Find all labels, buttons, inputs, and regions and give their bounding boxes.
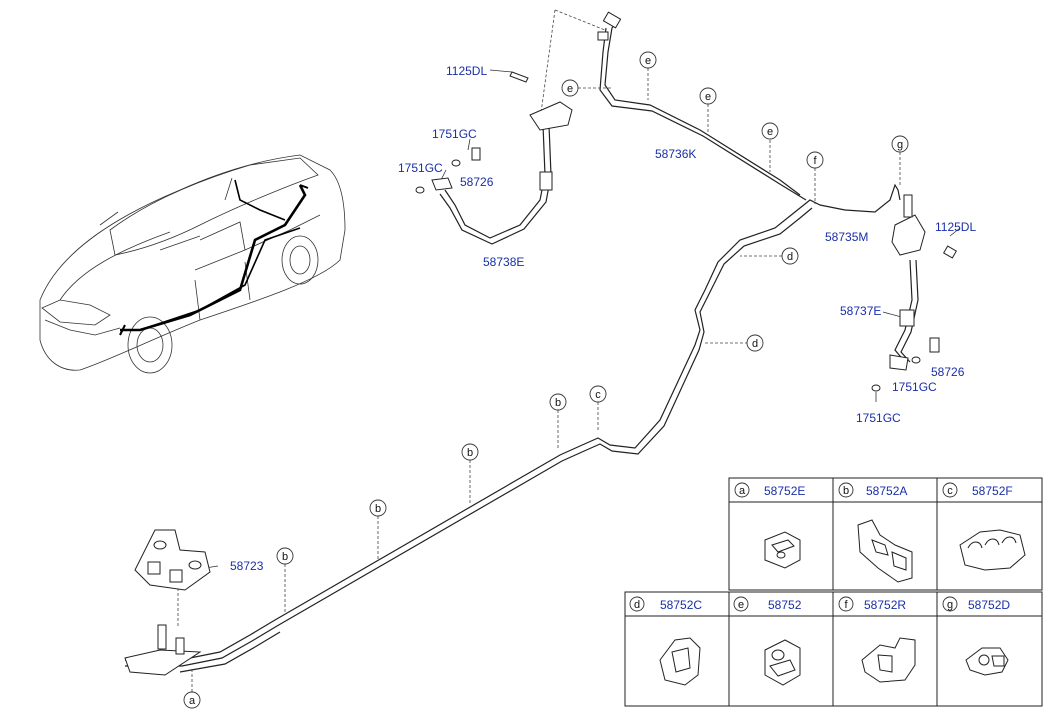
leader-lines [177, 9, 961, 692]
ref-circle-g: g [891, 135, 909, 153]
svg-text:b: b [375, 503, 381, 515]
svg-text:e: e [705, 91, 711, 103]
svg-text:58752A: 58752A [866, 484, 907, 498]
svg-text:58752C: 58752C [660, 598, 702, 612]
svg-text:f: f [813, 155, 817, 167]
callout-58726-a: 58726 [460, 175, 494, 189]
legend-cell-c: c 58752F [942, 482, 1013, 498]
ref-circle-e-4: e [761, 122, 779, 140]
svg-text:58752D: 58752D [968, 598, 1010, 612]
callout-1751gc-d: 1751GC [856, 411, 901, 425]
svg-text:58752F: 58752F [972, 484, 1013, 498]
callout-1751gc-c: 1751GC [892, 380, 937, 394]
ref-circle-e-1: e [639, 51, 657, 69]
callout-58738e: 58738E [483, 255, 524, 269]
svg-text:e: e [738, 599, 744, 611]
callout-1125dl-right: 1125DL [935, 220, 976, 234]
legend-cell-b: b 58752A [838, 482, 907, 498]
svg-text:d: d [752, 338, 758, 350]
svg-text:d: d [787, 251, 793, 263]
main-brake-pipe [125, 19, 901, 673]
legend-cell-a: a 58752E [734, 482, 805, 498]
hose-58738e [415, 71, 573, 245]
ref-circle-e-2: e [561, 79, 579, 97]
ref-circle-e-3: e [699, 87, 717, 105]
car-illustration [39, 154, 346, 374]
callout-58735m: 58735M [825, 230, 868, 244]
svg-text:e: e [767, 126, 773, 138]
callout-58726-b: 58726 [931, 365, 965, 379]
ref-circles: e e e e f g d d c b b b b a [183, 51, 909, 709]
svg-text:b: b [555, 397, 561, 409]
ref-circle-b-2: b [461, 443, 479, 461]
ref-circle-a: a [183, 691, 201, 709]
callout-58723: 58723 [230, 559, 264, 573]
clip-58752d-drawing [965, 647, 1009, 676]
legend-cell-e: e 58752 [733, 596, 802, 612]
svg-text:a: a [189, 695, 196, 707]
svg-text:e: e [645, 55, 651, 67]
svg-text:a: a [739, 485, 746, 497]
svg-text:g: g [947, 599, 953, 611]
svg-text:c: c [947, 485, 953, 497]
svg-text:d: d [634, 599, 640, 611]
clip-58752r-drawing [861, 637, 916, 683]
callout-58736k: 58736K [655, 147, 696, 161]
legend-cell-d: d 58752C [629, 596, 702, 612]
hose-58737e [871, 194, 958, 402]
callout-1751gc-a: 1751GC [432, 127, 477, 141]
bracket-58723 [124, 529, 211, 676]
ref-circle-b-1: b [549, 393, 567, 411]
clip-58752-drawing [764, 639, 801, 686]
svg-text:c: c [595, 389, 601, 401]
legend-cell-g: g 58752D [942, 596, 1010, 612]
ref-circle-f: f [806, 151, 824, 169]
ref-circle-b-3: b [369, 499, 387, 517]
ref-circle-d-1: d [781, 247, 799, 265]
svg-text:58752R: 58752R [864, 598, 906, 612]
svg-text:g: g [897, 139, 903, 151]
callout-1751gc-b: 1751GC [398, 161, 443, 175]
callout-1125dl-top: 1125DL [446, 64, 487, 78]
ref-circle-c: c [589, 385, 607, 403]
svg-text:f: f [844, 599, 848, 611]
svg-text:e: e [567, 83, 573, 95]
clip-58752c-drawing [659, 637, 701, 686]
ref-circle-b-4: b [276, 547, 294, 565]
clip-legend-table: a 58752E b 58752A c 58752F d 58752C e 58… [624, 477, 1043, 707]
callout-58737e: 58737E [840, 304, 881, 318]
svg-text:b: b [843, 485, 849, 497]
rear-fitting [597, 11, 622, 41]
ref-circle-d-2: d [746, 334, 764, 352]
svg-text:b: b [282, 551, 288, 563]
svg-text:b: b [467, 447, 473, 459]
clip-58752f-drawing [959, 529, 1026, 571]
clip-58752e-drawing [764, 531, 801, 569]
svg-text:58752E: 58752E [764, 484, 805, 498]
clip-58752a-drawing [857, 519, 913, 583]
svg-text:58752: 58752 [768, 598, 802, 612]
legend-cell-f: f 58752R [838, 596, 906, 612]
